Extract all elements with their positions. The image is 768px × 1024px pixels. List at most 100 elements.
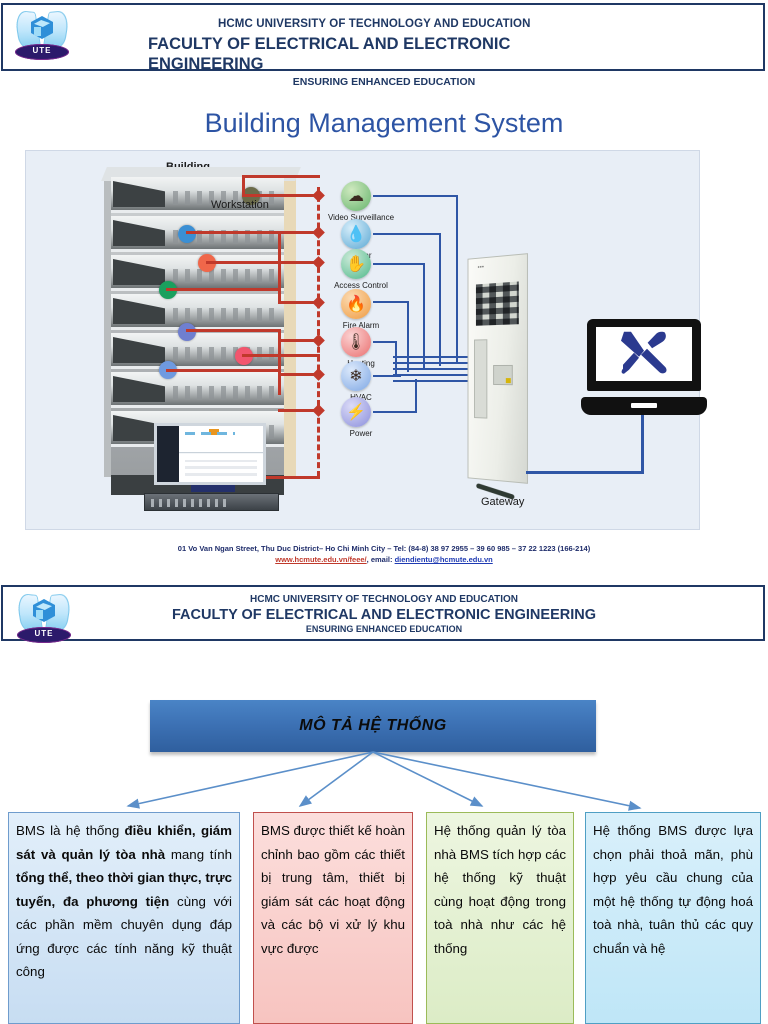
arrow-to-box-1: [126, 751, 374, 809]
slide1-faculty-name: FACULTY OF ELECTRICAL AND ELECTRONIC ENG…: [148, 35, 511, 73]
field-bus-branch: [278, 409, 320, 412]
field-bus-branch: [242, 175, 320, 178]
ip-link: [373, 301, 409, 303]
bus-node: [312, 368, 325, 381]
workstation-gateway-link: [641, 415, 644, 473]
gateway-label: Gateway: [481, 496, 525, 508]
ip-link: [439, 233, 441, 366]
slide-building-management-system: UTE HCMC UNIVERSITY OF TECHNOLOGY AND ED…: [0, 0, 768, 580]
field-bus-branch: [278, 261, 320, 264]
gateway-module: [493, 364, 513, 386]
building-floor: [111, 216, 284, 252]
service-label: Access Control: [334, 281, 388, 290]
building-floor: [111, 333, 284, 369]
sensor-dot: [178, 225, 196, 243]
ip-link: [395, 341, 397, 375]
footer-address: 01 Vo Van Ngan Street, Thu Duc District–…: [177, 544, 591, 553]
gateway-ports: [475, 281, 519, 326]
field-bus-branch: [278, 231, 281, 303]
slide2-faculty-name: FACULTY OF ELECTRICAL AND ELECTRONIC ENG…: [171, 607, 596, 623]
description-box-1: BMS là hệ thống điều khiển, giám sát và …: [8, 812, 240, 1024]
field-bus-to-server: [266, 476, 320, 479]
description-text-run: Hệ thống BMS được lựa chọn phải thoả mãn…: [593, 823, 753, 956]
bus-node: [312, 296, 325, 309]
ip-link: [415, 379, 417, 413]
monitor-stand: [191, 485, 235, 492]
arrow-to-box-2: [298, 751, 374, 807]
ip-link: [393, 368, 469, 370]
bus-node: [312, 334, 325, 347]
laptop-base: [581, 397, 707, 415]
access-control-icon: ✋: [341, 249, 371, 279]
ip-link: [373, 411, 417, 413]
slide1-header-box: [1, 3, 765, 71]
workstation-laptop: [581, 319, 707, 415]
field-bus-branch: [186, 329, 281, 332]
water-drop-icon: 💧: [341, 219, 371, 249]
description-text-run: mang tính: [165, 846, 232, 862]
field-bus-branch: [242, 354, 320, 357]
ip-link: [373, 263, 425, 265]
hvac-snowflake-icon: ❄: [341, 361, 371, 391]
ip-link: [456, 195, 458, 363]
banner-title: MÔ TẢ HỆ THỐNG: [299, 717, 447, 734]
ute-logo: UTE: [15, 592, 73, 644]
field-bus-branch: [206, 261, 280, 264]
service-label: Video Surveillance: [327, 213, 395, 222]
ip-link: [423, 263, 425, 369]
description-text-run: Hệ thống quản lý tòa nhà BMS tích hợp cá…: [434, 823, 566, 956]
slide1-motto: ENSURING ENHANCED EDUCATION: [292, 76, 476, 88]
laptop-screen: [596, 327, 692, 381]
ip-link: [407, 301, 409, 372]
service-label: Power: [349, 429, 373, 438]
ute-logo: UTE: [13, 9, 71, 61]
connector-arrows: [126, 751, 642, 811]
bus-node: [312, 404, 325, 417]
building-floor: [111, 294, 284, 330]
gateway-slot: [474, 339, 488, 419]
description-box-2: BMS được thiết kế hoàn chỉnh bao gồm các…: [253, 812, 413, 1024]
field-bus-branch: [242, 194, 320, 197]
description-text-run: điều khiển, giám sát và quản lý tòa nhà: [16, 823, 232, 862]
field-bus-branch: [186, 231, 320, 234]
field-bus-branch: [166, 369, 281, 372]
description-text-run: cùng với các phần mềm chuyên dụng đáp ứn…: [16, 893, 233, 980]
footer-email-label: , email:: [366, 555, 395, 564]
gateway-device: ▪▪▪: [467, 253, 528, 500]
logo-cube-icon: [31, 16, 53, 39]
field-bus-branch: [278, 373, 320, 376]
logo-oval: UTE: [15, 44, 69, 60]
building-side-wall: [284, 169, 296, 479]
page-title: Building Management System: [204, 108, 564, 138]
logo-oval: UTE: [17, 627, 71, 643]
field-bus-branch: [278, 339, 320, 342]
bms-monitor: [154, 423, 266, 485]
field-bus-branch: [278, 301, 320, 304]
service-label: Fire Alarm: [342, 321, 380, 330]
arrow-to-box-4: [372, 751, 642, 811]
description-boxes: BMS là hệ thống điều khiển, giám sát và …: [0, 812, 768, 1024]
slide2-header-box: [1, 585, 765, 641]
footer-website[interactable]: www.hcmute.edu.vn/feee/: [275, 555, 367, 564]
footer-email[interactable]: diendientu@hcmute.edu.vn: [394, 555, 493, 564]
laptop-lid: [587, 319, 701, 391]
ip-link: [373, 341, 397, 343]
power-bolt-icon: ⚡: [341, 397, 371, 427]
ip-link: [373, 233, 441, 235]
tools-icon: [621, 331, 667, 374]
ip-link: [393, 380, 469, 382]
description-box-4: Hệ thống BMS được lựa chọn phải thoả mãn…: [585, 812, 761, 1024]
workstation-label: Workstation: [211, 199, 269, 211]
slide2-motto: ENSURING ENHANCED EDUCATION: [305, 624, 463, 634]
workstation-gateway-link: [526, 471, 644, 474]
slide2-university-name: HCMC UNIVERSITY OF TECHNOLOGY AND EDUCAT…: [250, 594, 518, 605]
description-text-run: tổng thể, theo thời gian thực, trực tuyế…: [16, 870, 232, 909]
slide1-footer: 01 Vo Van Ngan Street, Thu Duc District–…: [0, 543, 768, 565]
system-description-banner: MÔ TẢ HỆ THỐNG: [150, 700, 596, 752]
logo-text: UTE: [34, 629, 54, 638]
field-bus-branch: [278, 329, 281, 395]
ip-link: [393, 356, 469, 358]
ip-link: [373, 195, 458, 197]
bms-server: [144, 493, 279, 511]
description-text-run: BMS là hệ thống: [16, 823, 125, 838]
